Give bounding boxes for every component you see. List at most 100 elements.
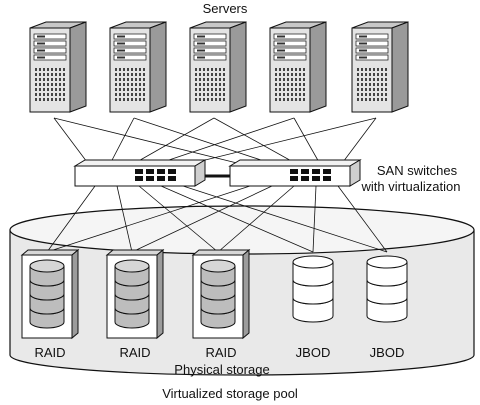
server-vent — [287, 98, 289, 101]
server-vent — [203, 68, 205, 71]
server-vent — [215, 88, 217, 91]
link-server-5-switch-right — [339, 117, 377, 167]
server-vent — [361, 73, 363, 76]
server-vent — [135, 83, 137, 86]
server-vent — [361, 83, 363, 86]
storage-pool-top — [9, 205, 475, 255]
server-vent — [139, 73, 141, 76]
server-vent — [135, 98, 137, 101]
server-vent — [365, 68, 367, 71]
server-vent — [51, 93, 53, 96]
server-vent — [223, 93, 225, 96]
server-vent — [35, 88, 37, 91]
server-vent — [139, 88, 141, 91]
server-vent — [283, 68, 285, 71]
server-bay-light — [277, 35, 285, 38]
server-vent — [199, 68, 201, 71]
server-vent — [55, 88, 57, 91]
server-vent — [55, 73, 57, 76]
link-server-4-switch-right — [293, 117, 321, 165]
server-vent — [135, 68, 137, 71]
server-vent — [365, 73, 367, 76]
server-drive-bay — [193, 40, 227, 47]
server-vent — [369, 88, 371, 91]
switch-port — [146, 176, 154, 181]
server-vent — [381, 93, 383, 96]
switch-top-face — [73, 159, 207, 167]
switch-port — [146, 169, 154, 174]
server-vent — [43, 73, 45, 76]
server-group — [29, 21, 409, 113]
server-vent — [295, 68, 297, 71]
server-vent — [51, 78, 53, 81]
switch-port — [301, 169, 309, 174]
server-vent — [207, 88, 209, 91]
server-vent — [223, 73, 225, 76]
server-bay-light — [359, 56, 367, 59]
switch-port — [168, 176, 176, 181]
server-bay-light — [277, 49, 285, 52]
server-vent — [207, 83, 209, 86]
server-vent — [385, 88, 387, 91]
server-vent — [123, 78, 125, 81]
server-vent — [303, 83, 305, 86]
server-vent — [119, 93, 121, 96]
server-vent — [291, 68, 293, 71]
server-vent — [47, 88, 49, 91]
server-vent — [303, 78, 305, 81]
disk-top — [292, 255, 334, 269]
server-vent — [203, 98, 205, 101]
server-vent — [279, 88, 281, 91]
san-switch-left — [73, 159, 207, 187]
raid-device: RAID — [20, 248, 80, 360]
server-vent — [369, 98, 371, 101]
server-vent — [279, 78, 281, 81]
server-vent — [381, 68, 383, 71]
switch-port — [135, 176, 143, 181]
switch-port — [168, 169, 176, 174]
switch-port — [135, 169, 143, 174]
switch-port — [323, 176, 331, 181]
server-vent — [59, 98, 61, 101]
disk-top — [200, 259, 236, 273]
switch-group — [73, 159, 362, 187]
server-vent — [55, 68, 57, 71]
server-vent — [195, 78, 197, 81]
server-vent — [115, 73, 117, 76]
link-switch-left-storage-4 — [160, 185, 314, 253]
switches-label-line1: SAN switches — [377, 163, 458, 178]
server-vent — [195, 83, 197, 86]
raid-enclosure-side — [156, 248, 164, 340]
raid-device: RAID — [191, 248, 251, 360]
server-drive-bay — [33, 54, 67, 61]
server-vent — [119, 83, 121, 86]
server-icon — [109, 21, 167, 113]
server-vent — [275, 98, 277, 101]
server-vent — [299, 88, 301, 91]
disk-top — [29, 259, 65, 273]
link-server-1-switch-left — [53, 117, 91, 167]
link-server-1-switch-right — [53, 117, 246, 166]
server-vent — [365, 83, 367, 86]
server-vent — [381, 78, 383, 81]
server-vent — [299, 78, 301, 81]
server-vent — [43, 83, 45, 86]
server-vent — [51, 88, 53, 91]
switch-port — [312, 169, 320, 174]
server-vent — [207, 68, 209, 71]
server-vent — [115, 78, 117, 81]
server-vent — [43, 88, 45, 91]
link-switch-right-storage-2 — [131, 185, 273, 253]
server-icon — [29, 21, 87, 113]
server-vent — [55, 83, 57, 86]
server-vent — [303, 98, 305, 101]
server-vent — [275, 68, 277, 71]
server-vent — [59, 83, 61, 86]
server-vent — [215, 68, 217, 71]
server-drive-bay — [355, 40, 389, 47]
server-bay-light — [37, 56, 45, 59]
server-vent — [119, 78, 121, 81]
server-vent — [203, 93, 205, 96]
server-vent — [127, 93, 129, 96]
